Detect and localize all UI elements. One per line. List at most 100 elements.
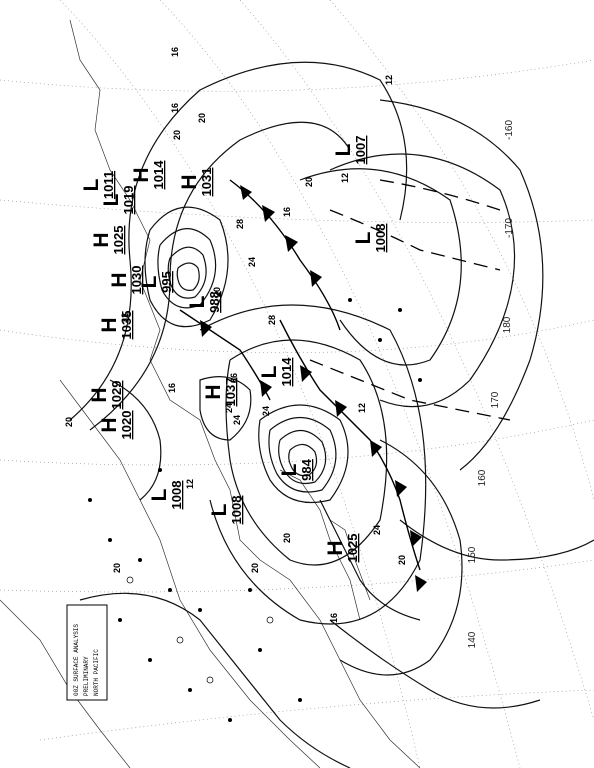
pressure-center-value: 1030 xyxy=(129,266,144,295)
isobar-label: 24 xyxy=(247,257,257,267)
legend-box xyxy=(66,604,108,701)
pressure-center-value: 1035 xyxy=(119,311,134,340)
isobar-label: 12 xyxy=(340,173,350,183)
pressure-center-value: 1014 xyxy=(151,160,166,190)
pressure-center-letter: H xyxy=(98,317,121,332)
isobar-label: 20 xyxy=(212,287,222,297)
legend: 00Z SURFACE ANALYSIS PRELIMINARY NORTH P… xyxy=(66,604,108,701)
pressure-center-letter: L xyxy=(186,295,209,308)
isobar-label: 16 xyxy=(329,613,339,623)
isobar-label: 12 xyxy=(185,479,195,489)
isobar-label: 16 xyxy=(170,103,180,113)
isobar-label: 28 xyxy=(267,315,277,325)
pressure-center-letter: H xyxy=(130,167,153,182)
pressure-center-letter: L xyxy=(148,488,171,501)
pressure-center-value: 1008 xyxy=(229,496,244,525)
coastlines xyxy=(0,19,421,768)
isobar-label: 20 xyxy=(250,563,260,573)
longitude-label: -170 xyxy=(504,218,515,238)
isobar-label: 12 xyxy=(357,403,367,413)
isobar-label: 24 xyxy=(261,406,271,416)
pressure-center-value: 1011 xyxy=(101,171,116,199)
pressure-center-letter: H xyxy=(202,384,225,399)
pressure-center-letter: L xyxy=(80,178,103,191)
isobar-label: 20 xyxy=(64,417,74,427)
longitude-label: -160 xyxy=(504,120,515,140)
legend-line: 00Z SURFACE ANALYSIS xyxy=(73,624,80,696)
longitude-label: 170 xyxy=(490,391,501,408)
isobar-label: 20 xyxy=(172,130,182,140)
legend-line: NORTH PACIFIC xyxy=(93,649,100,696)
fronts xyxy=(179,179,511,592)
pressure-center-value: 1008 xyxy=(169,481,184,510)
pressure-center-letter: L xyxy=(258,365,281,378)
isobar-label: 24 xyxy=(372,525,382,535)
isobar-label: 20 xyxy=(112,563,122,573)
isobar-label: 24 xyxy=(224,403,234,413)
pressure-center-letter: L xyxy=(352,231,375,244)
pressure-center-value: 1019 xyxy=(121,186,136,215)
pressure-centers: H1029H1035H1030L995L988H1031L1011H1025L1… xyxy=(80,136,388,563)
pressure-center-letter: H xyxy=(108,272,131,287)
isobar-label: 20 xyxy=(282,533,292,543)
isobar-label: 20 xyxy=(197,113,207,123)
station-plots xyxy=(88,298,422,722)
pressure-center-letter: H xyxy=(324,540,347,555)
isobar-label: 36 xyxy=(229,373,239,383)
pressure-center-value: 1025 xyxy=(111,226,126,255)
isobar-label: 12 xyxy=(384,75,394,85)
pressure-center-letter: H xyxy=(88,387,111,402)
pressure-center-letter: L xyxy=(138,275,161,288)
pressure-center-value: 1029 xyxy=(109,381,124,410)
isobar-labels: 2016122024282420161212162020242832362016… xyxy=(64,47,407,623)
pressure-center-value: 1031 xyxy=(199,168,214,197)
isobar-label: 16 xyxy=(167,383,177,393)
pressure-center-letter: L xyxy=(278,463,301,476)
pressure-center-value: 1007 xyxy=(353,136,368,165)
isobar-label: 16 xyxy=(282,207,292,217)
isobars xyxy=(69,61,594,768)
pressure-center-letter: L xyxy=(332,143,355,156)
longitude-label: 150 xyxy=(467,546,478,563)
pressure-center-value: 1020 xyxy=(119,411,134,440)
isobar-label: 32 xyxy=(120,313,130,323)
pressure-center-value: 1037 xyxy=(223,378,238,407)
pressure-center-value: 995 xyxy=(159,271,174,293)
pressure-center-value: 988 xyxy=(207,291,222,313)
pressure-center-letter: L xyxy=(208,503,231,516)
isobar-label: 20 xyxy=(397,555,407,565)
pressure-center-value: 1014 xyxy=(279,357,294,387)
pressure-center-value: 1025 xyxy=(345,534,360,563)
pressure-center-letter: H xyxy=(178,174,201,189)
pressure-center-value: 1008 xyxy=(373,224,388,253)
isobar-label: 16 xyxy=(170,47,180,57)
longitude-label: 160 xyxy=(477,469,488,486)
isobar-label: 24 xyxy=(232,415,242,425)
pressure-center-letter: H xyxy=(90,232,113,247)
pressure-center-letter: H xyxy=(98,417,121,432)
pressure-center-value: 984 xyxy=(299,458,314,480)
legend-line: PRELIMINARY xyxy=(83,656,90,696)
